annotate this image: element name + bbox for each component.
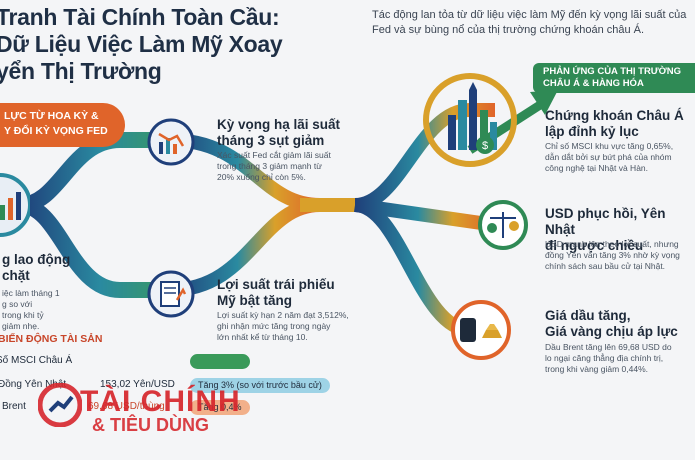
fed-heading-line-1: Kỳ vọng hạ lãi suất bbox=[217, 117, 341, 132]
bond-document-icon bbox=[147, 270, 195, 318]
usd-text-line-1: USD mạnh lên theo lợi suất, nhưng bbox=[545, 239, 679, 249]
asia-heading-line-2: lập đỉnh kỷ lục bbox=[545, 124, 639, 139]
row-change-pill: Tăng 3% (so với trước bầu cử) bbox=[190, 378, 330, 393]
row-label: Đồng Yên Nhật bbox=[0, 379, 67, 390]
watermark-line-2: & TIÊU DÙNG bbox=[92, 415, 209, 435]
left-text-line-3: trong khi tỷ bbox=[2, 310, 44, 320]
row-change-pill bbox=[190, 354, 250, 369]
bond-text-line-2: ghi nhận mức tăng trong ngày bbox=[217, 321, 331, 331]
svg-text:$: $ bbox=[482, 140, 488, 152]
usd-text-line-3: chính sách sau bầu cử tại Nhật. bbox=[545, 261, 666, 271]
bar-chart-icon bbox=[0, 173, 30, 237]
left-text: iệc làm tháng 1 g so với trong khi tỷ gi… bbox=[2, 288, 60, 332]
left-banner-line-2: Y ĐỔI KỲ VỌNG FED bbox=[4, 125, 108, 137]
chart-down-icon bbox=[147, 118, 195, 166]
row-label: Số MSCI Châu Á bbox=[0, 355, 73, 366]
oil-gold-heading: Giá dầu tăng, Giá vàng chịu áp lực bbox=[545, 308, 678, 340]
left-text-line-2: g so với bbox=[2, 299, 33, 309]
scale-balance-icon bbox=[478, 200, 528, 250]
left-heading-line-1: g lao động bbox=[2, 252, 71, 267]
usd-heading-line-1: USD phục hồi, Yên Nhật bbox=[545, 206, 666, 237]
oil-text-line-1: Dầu Brent tăng lên 69,68 USD do bbox=[545, 342, 672, 352]
bond-yield-text: Lợi suất kỳ hạn 2 năm đạt 3,512%, ghi nh… bbox=[217, 310, 349, 343]
left-text-line-4: giảm nhẹ. bbox=[2, 321, 40, 331]
title-line-1: Tranh Tài Chính Toàn Cầu: bbox=[0, 4, 280, 30]
page-subtitle: Tác động lan tỏa từ dữ liệu việc làm Mỹ … bbox=[372, 9, 687, 36]
page-title: Tranh Tài Chính Toàn Cầu: Dữ Liệu Việc L… bbox=[0, 4, 283, 85]
watermark-line-1: TÀI CHÍNH bbox=[80, 385, 241, 418]
fed-expectation-heading: Kỳ vọng hạ lãi suất tháng 3 sụt giảm bbox=[217, 117, 340, 149]
fed-heading-line-2: tháng 3 sụt giảm bbox=[217, 133, 325, 148]
row-value: 153,02 Yên/USD bbox=[100, 379, 175, 390]
asia-stocks-text: Chỉ số MSCI khu vực tăng 0,65%, dẫn dắt … bbox=[545, 141, 673, 174]
table-row: Đồng Yên Nhật 153,02 Yên/USD Tăng 3% (so… bbox=[0, 376, 340, 396]
bond-heading-line-1: Lợi suất trái phiếu bbox=[217, 277, 335, 292]
left-section-banner: LỰC TỪ HOA KỲ & Y ĐỔI KỲ VỌNG FED bbox=[0, 103, 125, 147]
right-banner-line-2: CHÂU Á & HÀNG HÓA bbox=[543, 78, 644, 89]
row-label: Brent bbox=[2, 401, 26, 412]
fed-text-line-3: 20% xuống chỉ còn 5%. bbox=[217, 172, 306, 182]
fed-expectation-text: Xác suất Fed cắt giảm lãi suất trong thá… bbox=[217, 150, 331, 183]
bond-heading-line-2: Mỹ bật tăng bbox=[217, 293, 293, 308]
table-row: Brent 69,68 USD/thùng Tăng 0,4% bbox=[0, 398, 340, 418]
fed-text-line-1: Xác suất Fed cắt giảm lãi suất bbox=[217, 150, 331, 160]
city-skyline-icon: $ bbox=[423, 73, 517, 167]
usd-yen-text: USD mạnh lên theo lợi suất, nhưng đồng Y… bbox=[545, 239, 680, 272]
left-banner-line-1: LỰC TỪ HOA KỲ & bbox=[4, 110, 99, 122]
usd-text-line-2: đồng Yên vẫn tăng 3% nhờ kỳ vọng bbox=[545, 250, 680, 260]
oil-text-line-3: trong khi vàng giảm 0,44%. bbox=[545, 364, 649, 374]
asia-text-line-3: công nghệ tại Nhật và Hàn. bbox=[545, 163, 649, 173]
oil-gold-text: Dầu Brent tăng lên 69,68 USD do lo ngại … bbox=[545, 342, 672, 375]
bond-text-line-1: Lợi suất kỳ hạn 2 năm đạt 3,512%, bbox=[217, 310, 349, 320]
right-section-banner: PHẢN ỨNG CỦA THỊ TRƯỜNG CHÂU Á & HÀNG HÓ… bbox=[533, 63, 695, 93]
asia-heading-line-1: Chứng khoán Châu Á bbox=[545, 108, 684, 123]
brand-logo-icon bbox=[38, 383, 82, 427]
oil-heading-line-1: Giá dầu tăng, bbox=[545, 308, 631, 323]
right-banner-line-1: PHẢN ỨNG CỦA THỊ TRƯỜNG bbox=[543, 66, 682, 77]
asia-text-line-1: Chỉ số MSCI khu vực tăng 0,65%, bbox=[545, 141, 674, 151]
oil-barrel-icon bbox=[451, 300, 511, 360]
usd-heading-line-2: đi ngược chiều bbox=[545, 238, 644, 253]
row-change-pill: Tăng 0,4% bbox=[190, 400, 250, 415]
asia-text-line-2: dẫn dắt bởi sự bứt phá của nhóm bbox=[545, 152, 672, 162]
bond-text-line-3: lớn nhất kể từ tháng 10. bbox=[217, 332, 308, 342]
row-value: 69,68 USD/thùng bbox=[88, 401, 165, 412]
oil-text-line-2: lo ngại căng thẳng địa chính trị, bbox=[545, 353, 664, 363]
asset-table-title: BIẾN ĐỘNG TÀI SẢN bbox=[0, 333, 103, 345]
left-heading-line-2: chặt bbox=[2, 268, 30, 283]
bond-yield-heading: Lợi suất trái phiếu Mỹ bật tăng bbox=[217, 277, 335, 309]
title-line-2: Dữ Liệu Việc Làm Mỹ Xoay bbox=[0, 31, 283, 57]
oil-heading-line-2: Giá vàng chịu áp lực bbox=[545, 324, 678, 339]
left-heading: g lao động chặt bbox=[2, 252, 70, 284]
table-row: Số MSCI Châu Á bbox=[0, 352, 340, 372]
left-text-line-1: iệc làm tháng 1 bbox=[2, 288, 60, 298]
usd-yen-heading: USD phục hồi, Yên Nhật đi ngược chiều bbox=[545, 206, 695, 254]
fed-text-line-2: trong tháng 3 giảm mạnh từ bbox=[217, 161, 322, 171]
asia-stocks-heading: Chứng khoán Châu Á lập đỉnh kỷ lục bbox=[545, 108, 684, 140]
title-line-3: yển Thị Trường bbox=[0, 58, 162, 84]
